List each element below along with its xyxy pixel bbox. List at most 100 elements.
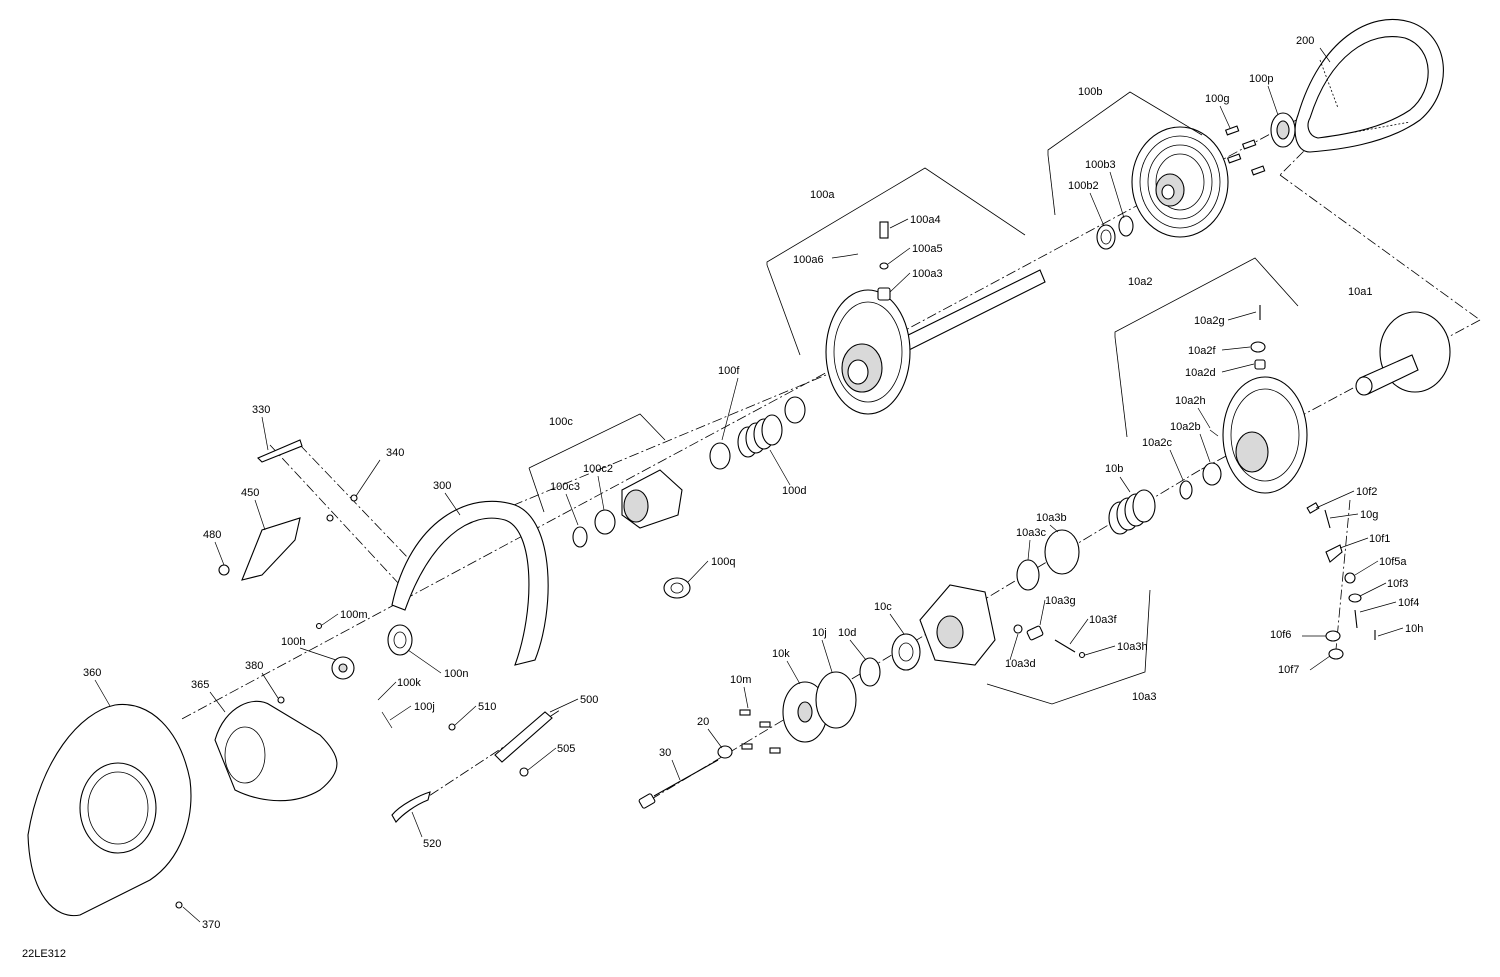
callout-100b3: 100b3 — [1085, 159, 1125, 219]
callout-label-10b: 10b — [1105, 463, 1123, 475]
callout-100p: 100p — [1249, 73, 1279, 116]
callout-label-520: 520 — [423, 838, 441, 850]
callout-500: 500 — [549, 694, 598, 713]
callout-label-100c: 100c — [549, 416, 573, 428]
part-10d-ring — [859, 657, 881, 687]
callout-label-10a3f: 10a3f — [1089, 614, 1117, 626]
callout-label-10a3b: 10a3b — [1036, 512, 1067, 524]
callout-10j: 10j — [812, 627, 833, 673]
callout-label-100a5: 100a5 — [912, 243, 943, 255]
leader-line-10a2b — [1199, 433, 1211, 463]
callout-450: 450 — [241, 487, 266, 531]
callout-10f6: 10f6 — [1270, 629, 1326, 641]
callout-label-450: 450 — [241, 487, 259, 499]
callout-label-370: 370 — [202, 919, 220, 931]
callout-300: 300 — [433, 480, 461, 516]
part-300-cover — [391, 500, 549, 666]
callout-100b: 100b — [1078, 86, 1102, 98]
leader-line-505 — [527, 747, 557, 771]
callout-label-10m: 10m — [730, 674, 751, 686]
part-30-bolt — [638, 759, 719, 809]
part-100b2-bushing — [1096, 224, 1116, 250]
leader-line-480 — [214, 541, 225, 566]
leader-line-10a3g — [1039, 599, 1046, 626]
callout-10a2h: 10a2h — [1175, 395, 1211, 429]
part-100a5-washer — [879, 262, 889, 270]
callout-label-100c2: 100c2 — [583, 463, 613, 475]
part-100a-shaft-sheave — [825, 269, 1046, 415]
part-10f5a-nut — [1344, 572, 1356, 584]
leader-line-100j — [389, 705, 412, 721]
part-100p-bearing — [1270, 112, 1296, 148]
callout-label-500: 500 — [580, 694, 598, 706]
callout-10a3g: 10a3g — [1039, 595, 1076, 626]
leader-line-100h — [299, 647, 337, 661]
callout-label-10a1: 10a1 — [1348, 286, 1372, 298]
callout-505: 505 — [527, 743, 575, 771]
part-200-drive-belt — [1294, 18, 1444, 153]
callout-365: 365 — [191, 679, 226, 713]
part-100j-pin — [381, 711, 393, 729]
leader-line-380 — [261, 672, 279, 699]
callout-10f1: 10f1 — [1339, 533, 1390, 549]
callout-10c: 10c — [874, 601, 905, 635]
part-380-screw — [277, 696, 285, 704]
callout-100a5: 100a5 — [887, 243, 943, 265]
leader-line-100d — [769, 449, 791, 486]
callout-10a2f: 10a2f — [1188, 345, 1251, 357]
callout-label-480: 480 — [203, 529, 221, 541]
callout-label-10a3d: 10a3d — [1005, 658, 1036, 670]
callout-label-100b: 100b — [1078, 86, 1102, 98]
part-100a6-pin — [845, 253, 859, 257]
leader-line-100k — [377, 681, 397, 701]
part-10a3d-washer — [1013, 624, 1023, 634]
leader-line-370 — [182, 906, 201, 923]
part-10a3f-pin — [1054, 639, 1076, 653]
leader-line-510 — [454, 705, 477, 726]
callout-10a3: 10a3 — [1132, 691, 1156, 703]
part-10f2-screw — [1306, 502, 1320, 514]
part-370-screw — [175, 901, 183, 909]
callout-label-340: 340 — [386, 447, 404, 459]
leader-line-100c3 — [565, 493, 579, 526]
part-100c3-ring — [572, 526, 588, 548]
leader-line-30 — [671, 759, 681, 781]
leader-line-10f2 — [1315, 490, 1355, 509]
leader-line-520 — [411, 811, 423, 838]
part-520-pin — [391, 791, 431, 823]
part-10f3-washer — [1348, 593, 1362, 603]
part-10f7-washer — [1328, 648, 1344, 660]
leader-line-100a6 — [831, 255, 847, 259]
leader-line-10f1 — [1339, 537, 1369, 549]
leader-line-100p — [1267, 85, 1279, 116]
part-20-washer — [717, 745, 733, 759]
callout-10a2g: 10a2g — [1194, 311, 1257, 327]
callout-label-365: 365 — [191, 679, 209, 691]
part-100a3-roller — [877, 287, 891, 301]
leader-line-10a2h — [1197, 407, 1211, 429]
callout-label-10a2b: 10a2b — [1170, 421, 1201, 433]
part-330-bracket — [257, 439, 303, 463]
leader-line-10a3c — [1027, 539, 1031, 561]
callout-label-30: 30 — [659, 747, 671, 759]
leader-line-10c — [889, 613, 905, 635]
callout-10m: 10m — [730, 674, 751, 709]
callout-10a2: 10a2 — [1128, 276, 1152, 288]
callout-340: 340 — [355, 447, 404, 497]
callout-label-10f3: 10f3 — [1387, 578, 1408, 590]
leader-line-10k — [786, 660, 801, 685]
callout-10a3h: 10a3h — [1084, 641, 1148, 656]
callout-10a2d: 10a2d — [1185, 363, 1255, 379]
callout-100j: 100j — [389, 701, 435, 721]
callout-label-100n: 100n — [444, 668, 468, 680]
part-340-nuts — [326, 494, 358, 522]
callout-100q: 100q — [687, 556, 735, 583]
part-10b-spring — [1108, 489, 1156, 535]
leader-line-10a2c — [1169, 449, 1184, 481]
callout-label-300: 300 — [433, 480, 451, 492]
callout-10f3: 10f3 — [1359, 578, 1408, 597]
part-10f4-bolt — [1354, 609, 1358, 629]
callout-label-10f6: 10f6 — [1270, 629, 1291, 641]
callout-100h: 100h — [281, 636, 337, 661]
group-brackets — [528, 91, 1299, 705]
